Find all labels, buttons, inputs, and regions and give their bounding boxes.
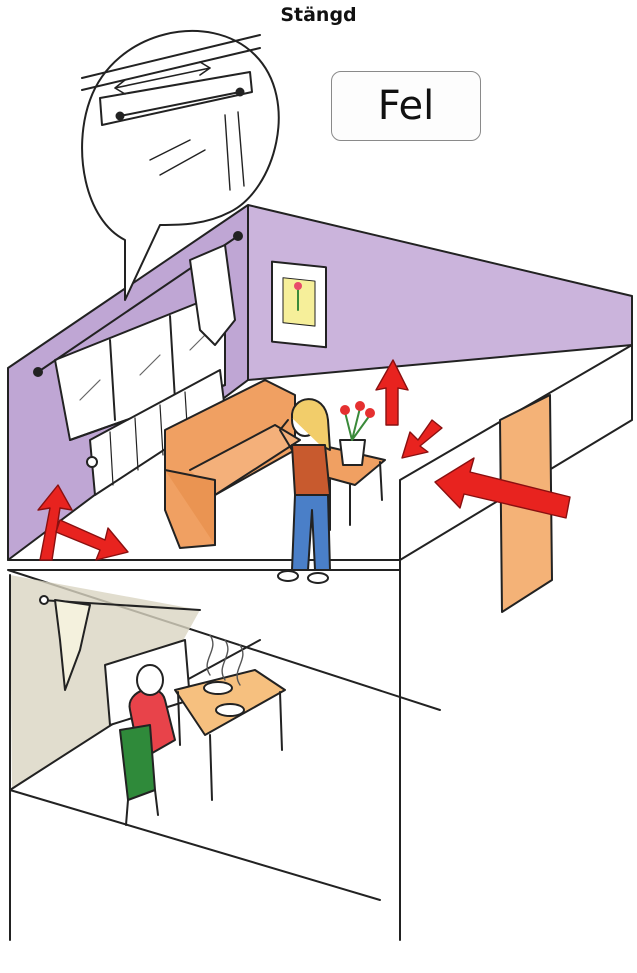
rod-end-left: [34, 368, 42, 376]
lower-rod-end: [40, 596, 48, 604]
person-shoe-left: [278, 571, 298, 581]
radiator-valve: [87, 457, 97, 467]
rod-end-right: [234, 232, 242, 240]
lower-table: [175, 670, 285, 735]
tulip-1: [340, 405, 350, 415]
plant-vase: [340, 440, 365, 465]
tulip-3: [365, 408, 375, 418]
painting-flower-head: [294, 282, 302, 290]
tulip-2: [355, 401, 365, 411]
bowl-1: [204, 682, 232, 694]
person-shoe-right: [308, 573, 328, 583]
seated-person-head: [137, 665, 163, 695]
airflow-arrow-down-center: [402, 420, 442, 458]
person-torso: [292, 445, 330, 495]
green-chair: [120, 725, 155, 800]
airflow-arrow-up-center: [376, 360, 408, 425]
airflow-arrow-right-left: [56, 520, 128, 560]
person-legs: [292, 495, 330, 570]
bowl-2: [216, 704, 244, 716]
